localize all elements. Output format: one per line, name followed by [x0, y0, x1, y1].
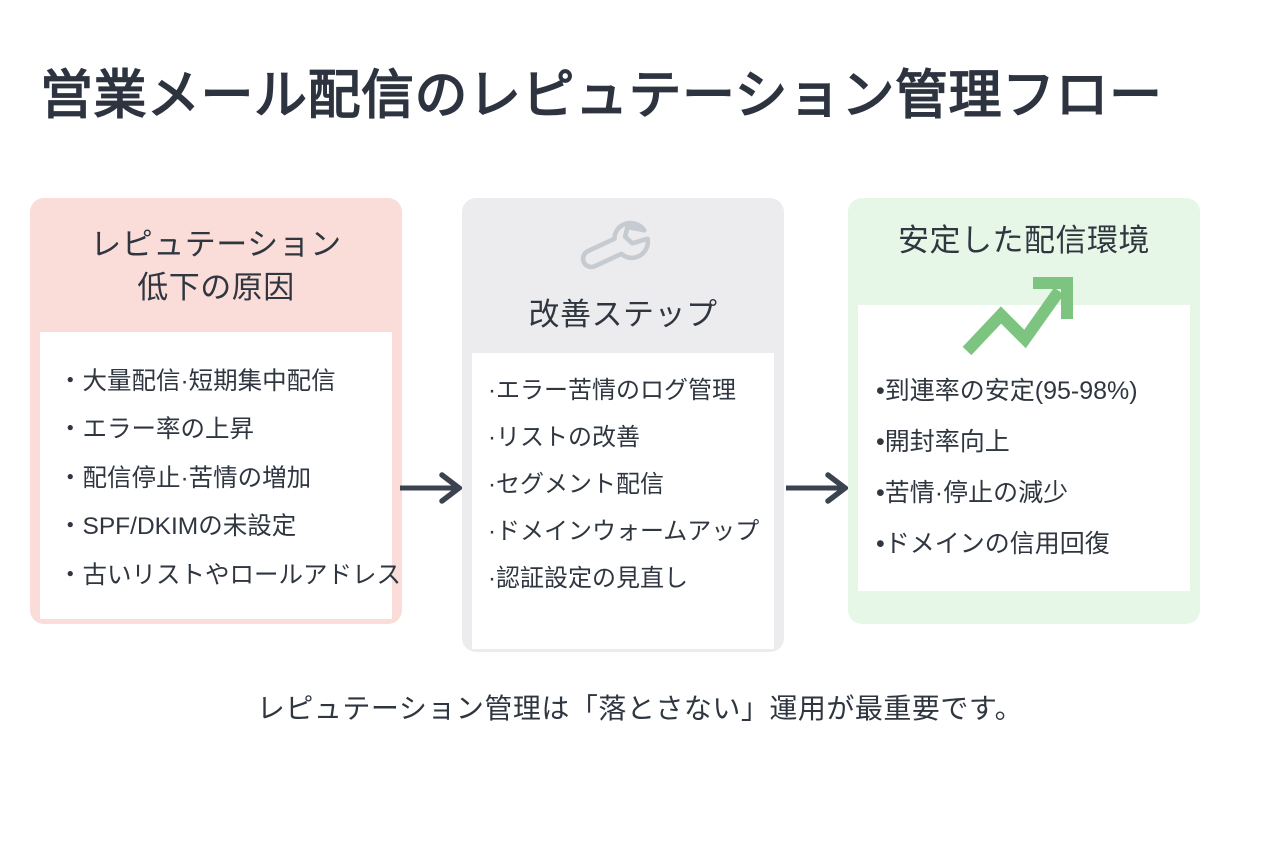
card-outcome-panel: •到連率の安定(95-98%) •開封率向上 •苦情·停止の減少 •ドメインの信… [858, 304, 1190, 591]
arrow-right-icon [398, 468, 470, 508]
list-item: ·認証設定の見直し [488, 564, 688, 592]
page-title: 営業メール配信のレピュテーション管理フロー [40, 66, 1163, 125]
card-steps-heading: 改善ステップ [462, 294, 784, 337]
trending-up-icon-wrapper [848, 271, 1200, 367]
list-item: ・古いリストやロールアドレス [58, 561, 401, 589]
trending-up-icon [962, 276, 1073, 355]
card-outcome-heading-line-1: 安定した配信環境 [898, 223, 1150, 258]
card-causes-panel: ・大量配信·短期集中配信 ・エラー率の上昇 ・配信停止·苦情の増加 ・SPF/D… [40, 331, 401, 619]
list-item: ・大量配信·短期集中配信 [58, 367, 336, 395]
list-item: ·エラー苦情のログ管理 [488, 376, 736, 404]
footer-caption: レピュテーション管理は「落とさない」運用が最重要です。 [256, 693, 1024, 724]
list-item: ・配信停止·苦情の増加 [58, 464, 312, 492]
card-causes-heading-line-1: レピュテーション [90, 227, 342, 262]
card-improvement-steps: 改善ステップ ·エラー苦情のログ管理 ·リストの改善 ·セグメント配信 ·ドメイ… [462, 198, 784, 652]
card-causes-heading-line-2: 低下の原因 [137, 269, 295, 305]
card-reputation-causes: レピュテーション 低下の原因 ・大量配信·短期集中配信 ・エラー率の上昇 ・配信… [30, 198, 402, 624]
card-causes-heading: レピュテーション 低下の原因 [30, 224, 402, 310]
card-outcome-list: •到連率の安定(95-98%) •開封率向上 •苦情·停止の減少 •ドメインの信… [876, 376, 1190, 558]
flow-diagram: レピュテーション 低下の原因 ・大量配信·短期集中配信 ・エラー率の上昇 ・配信… [0, 198, 1280, 658]
list-item: •開封率向上 [876, 427, 1010, 456]
list-item: •苦情·停止の減少 [876, 478, 1069, 507]
list-item: ・SPF/DKIMの未設定 [58, 513, 297, 541]
list-item: •ドメインの信用回復 [876, 529, 1110, 558]
wrench-icon-wrapper [462, 212, 784, 290]
card-stable-delivery-outcome: 安定した配信環境 •到連率の安定(95-98%) •開封率向上 •苦情·停止の減… [848, 198, 1200, 624]
list-item: ·リストの改善 [488, 423, 640, 451]
list-item: ·ドメインウォームアップ [488, 517, 760, 545]
card-steps-heading-line-1: 改善ステップ [528, 297, 718, 332]
wrench-icon [580, 220, 651, 270]
list-item: ・エラー率の上昇 [58, 416, 254, 444]
card-steps-list: ·エラー苦情のログ管理 ·リストの改善 ·セグメント配信 ·ドメインウォームアッ… [488, 376, 774, 592]
card-causes-list: ・大量配信·短期集中配信 ・エラー率の上昇 ・配信停止·苦情の増加 ・SPF/D… [58, 367, 401, 589]
card-outcome-heading: 安定した配信環境 [848, 220, 1200, 263]
list-item: •到連率の安定(95-98%) [876, 376, 1138, 405]
card-steps-panel: ·エラー苦情のログ管理 ·リストの改善 ·セグメント配信 ·ドメインウォームアッ… [472, 352, 774, 649]
arrow-right-icon [784, 468, 856, 508]
list-item: ·セグメント配信 [488, 470, 664, 498]
